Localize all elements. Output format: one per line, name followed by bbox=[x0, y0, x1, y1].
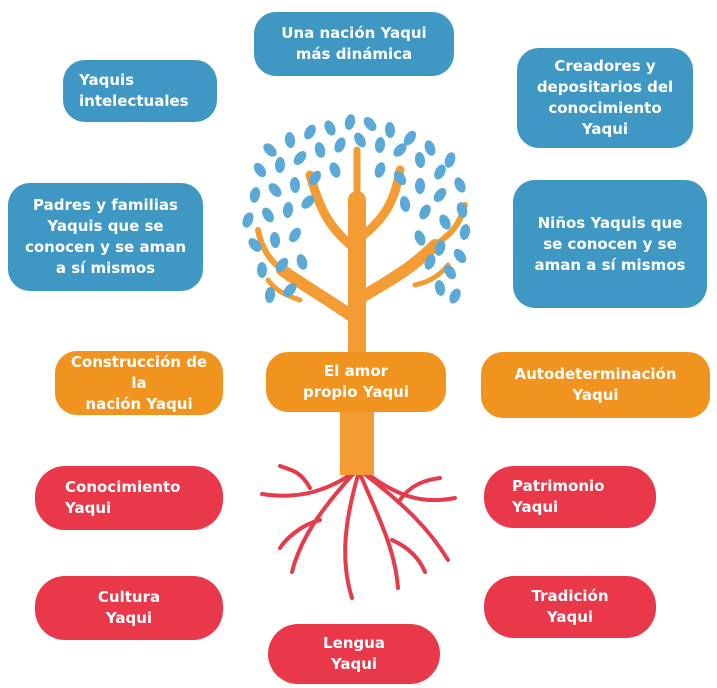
leaf bbox=[284, 132, 296, 148]
leaf bbox=[314, 142, 326, 158]
leaf bbox=[248, 238, 262, 252]
leaf bbox=[374, 162, 386, 178]
leaf bbox=[269, 232, 281, 248]
leaf bbox=[444, 152, 456, 168]
leaf bbox=[344, 114, 356, 130]
leaf bbox=[399, 196, 411, 212]
leaf bbox=[262, 207, 274, 223]
leaf bbox=[419, 204, 431, 220]
leaf bbox=[283, 283, 297, 297]
leaf bbox=[253, 162, 267, 178]
leaf bbox=[434, 164, 446, 180]
leaf bbox=[268, 183, 282, 197]
tree-roots bbox=[260, 464, 457, 600]
box-yaquis-intelectuales: Yaquis intelectuales bbox=[63, 60, 217, 122]
leaf bbox=[456, 202, 468, 218]
leaf bbox=[289, 177, 301, 193]
leaf bbox=[257, 262, 267, 278]
leaf bbox=[449, 288, 461, 304]
leaf bbox=[453, 248, 467, 264]
leaf bbox=[414, 178, 426, 194]
box-padres-familias: Padres y familias Yaquis que se conocen … bbox=[8, 183, 203, 291]
leaf bbox=[301, 195, 315, 209]
box-lengua-yaqui: Lengua Yaqui bbox=[268, 624, 440, 684]
box-construccion-nacion: Construcción de la nación Yaqui bbox=[55, 351, 223, 415]
leaf bbox=[274, 157, 286, 173]
leaf bbox=[289, 227, 301, 243]
leaf bbox=[424, 140, 436, 156]
leaf bbox=[403, 130, 417, 146]
leaf bbox=[433, 187, 447, 203]
leaf bbox=[414, 152, 426, 168]
box-creadores-depositarios: Creadores y depositarios del conocimient… bbox=[517, 48, 693, 148]
box-tradicion-yaqui: Tradición Yaqui bbox=[484, 576, 656, 638]
leaf bbox=[354, 132, 366, 148]
leaf bbox=[293, 151, 307, 165]
leaf bbox=[242, 212, 254, 228]
leaf bbox=[434, 240, 446, 256]
leaf bbox=[459, 224, 471, 240]
leaf bbox=[444, 264, 456, 280]
leaf bbox=[384, 122, 396, 138]
leaf bbox=[282, 202, 294, 218]
leaf bbox=[264, 287, 276, 303]
leaf bbox=[374, 137, 386, 153]
leaf bbox=[275, 257, 289, 273]
leaf bbox=[329, 162, 341, 178]
leaf bbox=[249, 187, 261, 203]
box-ninos-yaquis: Niños Yaquis que se conocen y se aman a … bbox=[513, 180, 707, 308]
leaf bbox=[414, 230, 426, 246]
leaf bbox=[296, 254, 308, 270]
leaf bbox=[434, 280, 446, 296]
leaf bbox=[454, 177, 466, 193]
leaf bbox=[324, 120, 336, 136]
tree-leaves bbox=[242, 114, 471, 304]
box-amor-propio: El amor propio Yaqui bbox=[266, 352, 446, 412]
box-una-nacion-yaqui: Una nación Yaqui más dinámica bbox=[254, 12, 454, 76]
leaf bbox=[334, 137, 346, 153]
leaf bbox=[304, 124, 316, 140]
leaf bbox=[263, 143, 277, 157]
box-cultura-yaqui: Cultura Yaqui bbox=[35, 576, 223, 640]
leaf bbox=[363, 117, 377, 131]
box-autodeterminacion: Autodeterminación Yaqui bbox=[481, 352, 710, 418]
leaf bbox=[439, 214, 451, 230]
leaf bbox=[424, 254, 436, 270]
leaf bbox=[393, 143, 407, 157]
leaf bbox=[393, 170, 407, 186]
box-patrimonio-yaqui: Patrimonio Yaqui bbox=[484, 466, 656, 528]
box-conocimiento-yaqui: Conocimiento Yaqui bbox=[35, 466, 223, 530]
leaf bbox=[308, 170, 322, 186]
